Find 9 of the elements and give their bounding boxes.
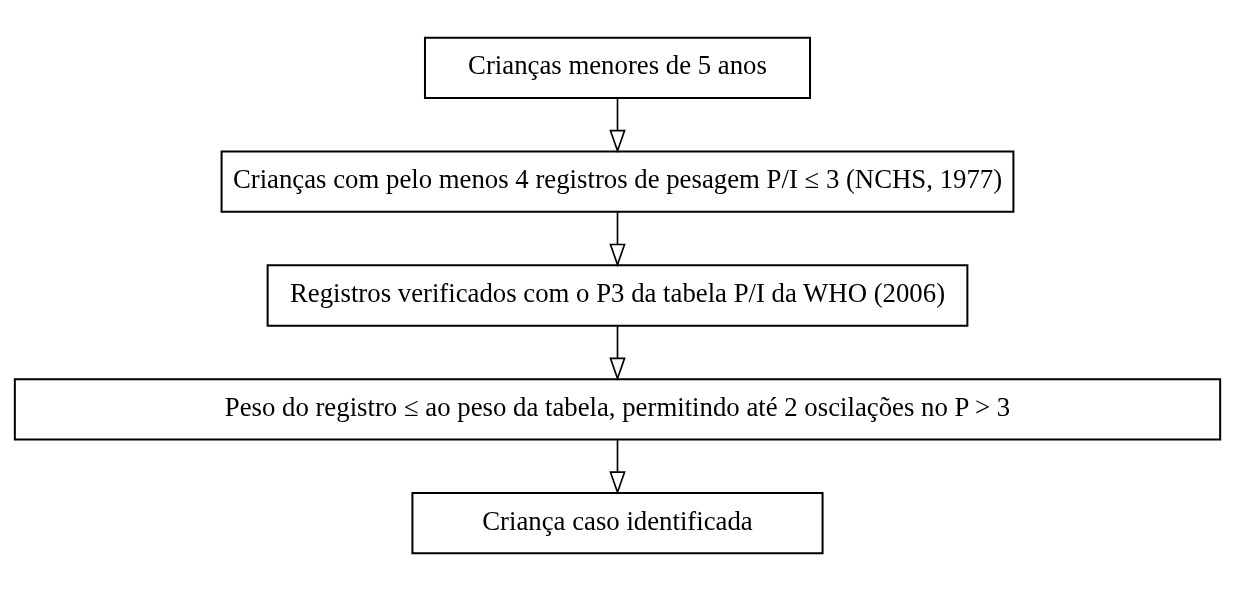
arrow bbox=[609, 97, 626, 154]
node-box: Peso do registro ≤ ao peso da tabela, permitindo até 2 oscilações no P > 3 bbox=[13, 378, 1222, 441]
node-box: Crianças menores de 5 anos bbox=[423, 36, 812, 99]
arrow bbox=[609, 439, 626, 495]
arrow bbox=[609, 211, 626, 268]
node-box: Criança caso identificada bbox=[411, 492, 824, 555]
arrow bbox=[609, 325, 626, 381]
node-box: Registros verificados com o P3 da tabela P/I da WHO (2006) bbox=[266, 264, 969, 327]
node-box: Crianças com pelo menos 4 registros de pesagem P/I ≤ 3 (NCHS, 1977) bbox=[220, 150, 1015, 213]
